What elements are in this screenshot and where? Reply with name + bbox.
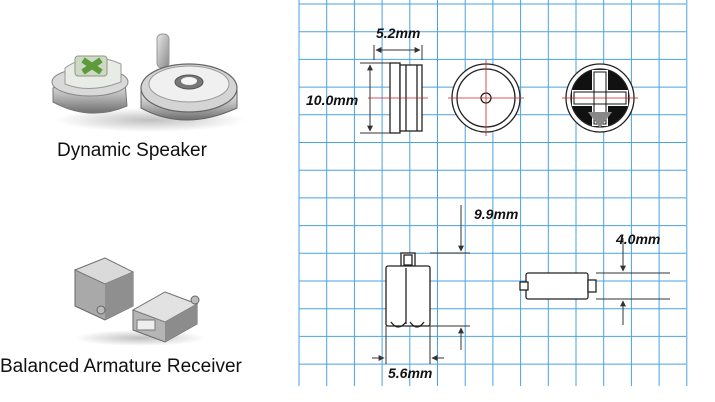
dynamic-speaker-caption: Dynamic Speaker bbox=[57, 140, 207, 161]
dynamic-diameter-label: 10.0mm bbox=[306, 92, 358, 108]
dynamic-depth-dimension bbox=[373, 45, 423, 60]
dynamic-side-view bbox=[368, 62, 428, 134]
ba-width-label: 5.6mm bbox=[388, 365, 432, 381]
photo-panel: Dynamic Speaker Balanced Armature Receiv… bbox=[0, 0, 300, 402]
ba-thickness-dimension bbox=[596, 238, 670, 325]
dynamic-depth-label: 5.2mm bbox=[376, 25, 420, 41]
grid bbox=[298, 0, 688, 386]
balanced-armature-photo bbox=[73, 257, 205, 346]
dynamic-front-view bbox=[448, 60, 524, 136]
dynamic-back-view bbox=[562, 63, 638, 133]
ba-height-dimension bbox=[430, 205, 470, 350]
ba-side-view bbox=[519, 272, 597, 300]
ba-front-view bbox=[385, 252, 431, 328]
dynamic-diameter-dimension bbox=[360, 62, 390, 134]
dimension-diagram: 5.2mm 10.0mm 9.9mm bbox=[298, 0, 688, 386]
dynamic-speaker-photo bbox=[51, 33, 245, 132]
ba-height-label: 9.9mm bbox=[474, 206, 518, 222]
ba-width-dimension bbox=[372, 326, 444, 364]
ba-thickness-label: 4.0mm bbox=[615, 231, 660, 247]
balanced-armature-caption: Balanced Armature Receiver bbox=[0, 356, 242, 377]
